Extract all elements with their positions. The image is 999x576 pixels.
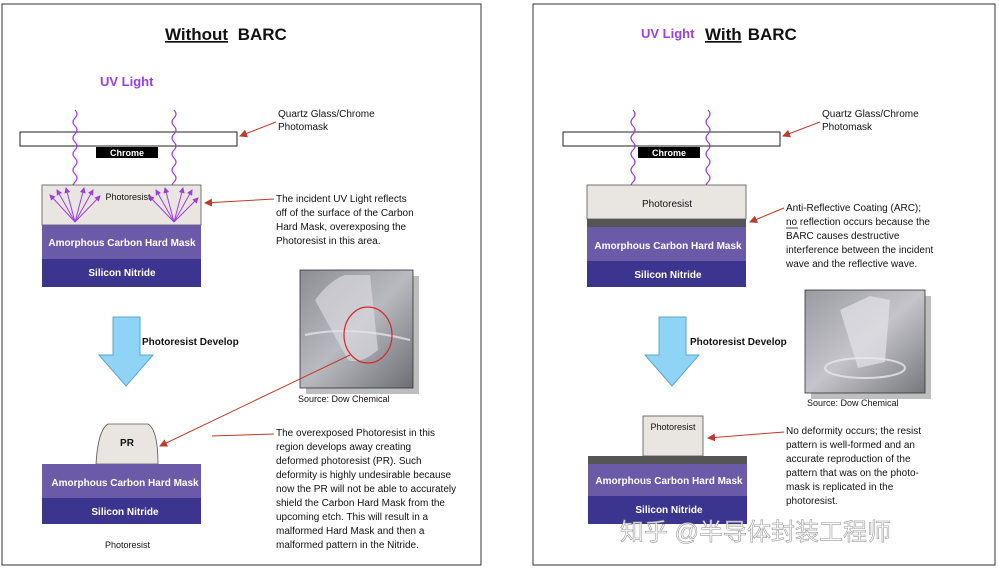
left-deform-desc-line: region develops away creating [276, 442, 411, 453]
left-pr-label: PR [120, 438, 135, 449]
left-sem-edge [304, 330, 411, 341]
right-bottom-nitride-layer [588, 496, 747, 524]
right-nodeform-desc-line: accurate reproduction of the [786, 454, 911, 465]
left-chrome-label: Chrome [110, 148, 144, 158]
left-deformed-pr [95, 423, 159, 465]
left-title-underlined: Without [165, 25, 228, 44]
left-deform-desc-line: The overexposed Photoresist in this [276, 428, 435, 439]
right-hardmask-label: Amorphous Carbon Hard Mask [594, 241, 742, 252]
left-deform-description: The overexposed Photoresist in this regi… [276, 428, 459, 551]
right-photomask-label-2: Photomask [822, 122, 873, 133]
left-reflect-desc-line: Hard Mask, overexposing the [276, 222, 407, 233]
right-nodeform-pointer [707, 431, 785, 442]
right-photomask-pointer [782, 121, 821, 138]
right-photomask-label-1: Quartz Glass/Chrome [822, 109, 919, 120]
right-arc-desc-line: interference between the incident [786, 245, 934, 256]
left-sem-highlight-circle [343, 306, 393, 364]
left-deform-desc-line: deformed photoresist (PR). Such [276, 456, 422, 467]
right-nitride-label: Silicon Nitride [634, 270, 702, 281]
right-photoresist-layer [586, 184, 747, 220]
left-reflect-desc-line: off of the surface of the Carbon [276, 208, 414, 219]
left-deform-desc-line: now the PR will not be able to accuratel… [276, 484, 456, 495]
left-bottom-hardmask-layer [42, 464, 201, 498]
right-bottom-hardmask-label: Amorphous Carbon Hard Mask [595, 476, 743, 487]
left-reflect-desc-line: The incident UV Light reflects [276, 194, 407, 205]
right-nitride-layer [587, 261, 746, 287]
left-deform-pointer-from-sem [159, 354, 351, 447]
right-nodeform-desc-line: No deformity occurs; the resist [786, 426, 921, 437]
left-deform-desc-line: malformed Hard Mask and then a [276, 526, 425, 537]
left-title-rest: BARC [233, 25, 287, 44]
right-title-rest: BARC [743, 25, 797, 44]
left-bottom-hardmask-label: Amorphous Carbon Hard Mask [51, 478, 199, 489]
left-deform-pointer-from-text [211, 433, 275, 437]
right-develop-arrow [643, 316, 701, 387]
right-chrome-block [638, 147, 700, 158]
right-photomask [562, 131, 781, 147]
left-uv-light-label: UV Light [100, 74, 154, 89]
right-nodeform-desc-line: mask is replicated in the [786, 482, 894, 493]
left-nitride-label: Silicon Nitride [88, 268, 156, 279]
right-sem-rim [824, 357, 906, 379]
left-photomask [19, 131, 238, 147]
left-reflection-fan-2 [148, 187, 199, 223]
left-bottom-nitride-layer [42, 498, 201, 524]
right-photoresist-label: Photoresist [642, 199, 692, 210]
right-nodeform-desc-line: photoresist. [786, 496, 838, 507]
left-reflect-pointer [204, 198, 275, 207]
right-wellformed-pr [642, 415, 704, 457]
right-barc-layer [587, 219, 746, 227]
right-arc-desc-line: Anti-Reflective Coating (ARC); [786, 203, 921, 214]
right-nodeform-description: No deformity occurs; the resist pattern … [786, 426, 924, 507]
left-deform-desc-line: shield the Carbon Hard Mask from the [276, 498, 445, 509]
left-photoresist-label: Photoresist [105, 192, 151, 202]
left-reflection-fan-1 [49, 187, 101, 223]
watermark: 知乎 @半导体封装工程师 [620, 519, 891, 546]
left-reflect-description: The incident UV Light reflects off of th… [276, 194, 416, 247]
left-photomask-label-2: Photomask [278, 122, 329, 133]
left-source-label: Source: Dow Chemical [298, 394, 390, 404]
right-sem-pillar [840, 296, 890, 368]
right-bottom-barc-layer [588, 456, 747, 464]
right-nodeform-desc-line: pattern that was on the photo- [786, 468, 919, 479]
right-arc-description: Anti-Reflective Coating (ARC); no reflec… [785, 203, 936, 270]
left-deform-desc-line: malformed pattern in the Nitride. [276, 540, 419, 551]
right-chrome-label: Chrome [652, 148, 686, 158]
right-nodeform-desc-line: pattern is well-formed and an [786, 440, 915, 451]
right-arc-desc-line: wave and the reflective wave. [785, 259, 917, 270]
left-bottom-caption: Photoresist [105, 540, 151, 550]
left-bottom-nitride-label: Silicon Nitride [91, 507, 159, 518]
left-photomask-pointer [239, 121, 277, 138]
right-arc-desc-line: BARC causes destructive [786, 231, 900, 242]
right-source-label: Source: Dow Chemical [807, 398, 899, 408]
left-nitride-layer [42, 259, 201, 287]
right-arc-desc-line: no reflection occurs because the [786, 217, 930, 228]
right-pr-label: Photoresist [650, 422, 696, 432]
left-reflect-desc-line: Photoresist in this area. [276, 236, 381, 247]
right-develop-label: Photoresist Develop [690, 337, 787, 348]
left-chrome-block [96, 147, 158, 158]
left-develop-arrow [97, 316, 155, 387]
left-hardmask-layer [42, 225, 201, 259]
right-arc-pointer [749, 207, 785, 224]
right-uv-light-label: UV Light [641, 26, 695, 41]
left-develop-label: Photoresist Develop [142, 337, 239, 348]
right-bottom-hardmask-layer [588, 464, 747, 496]
left-sem-pillar [315, 275, 378, 362]
right-hardmask-layer [587, 227, 746, 261]
right-bottom-nitride-label: Silicon Nitride [635, 505, 703, 516]
right-title-underlined: With [705, 25, 742, 44]
left-deform-desc-line: upcoming etch. This will result in a [276, 512, 429, 523]
left-photomask-label-1: Quartz Glass/Chrome [278, 109, 375, 120]
left-hardmask-label: Amorphous Carbon Hard Mask [48, 238, 196, 249]
left-deform-desc-line: deformity is highly undesirable because [276, 470, 452, 481]
